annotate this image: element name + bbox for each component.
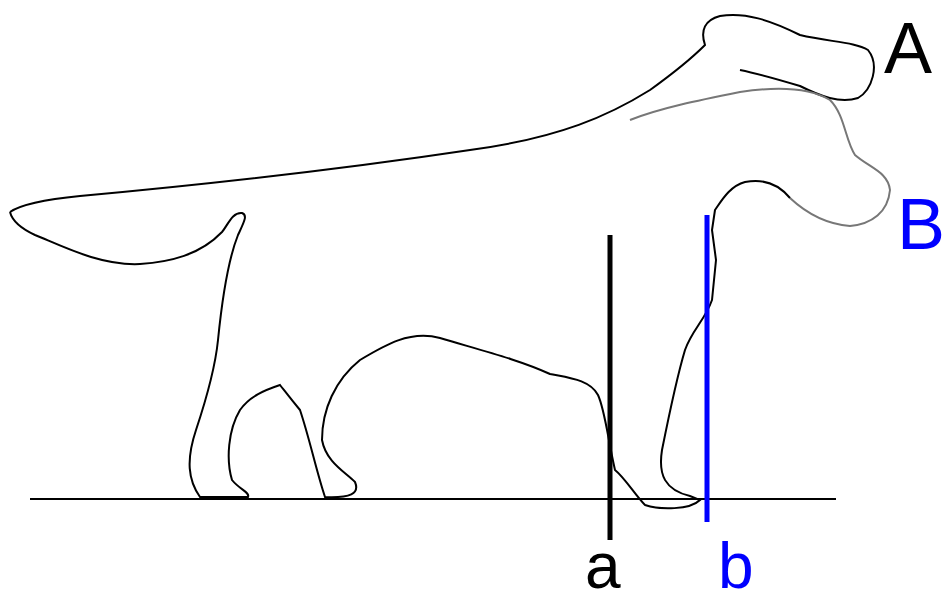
measure-line	[705, 215, 710, 522]
dog-outline-head-b	[630, 89, 890, 226]
dog-outline-body	[10, 181, 790, 508]
callout-letter: b	[718, 534, 754, 598]
measure-line	[608, 235, 613, 540]
callout-letter: A	[884, 12, 932, 84]
callout-letter: B	[897, 188, 945, 260]
callout-letter: a	[585, 534, 621, 598]
ground-line	[30, 498, 836, 500]
